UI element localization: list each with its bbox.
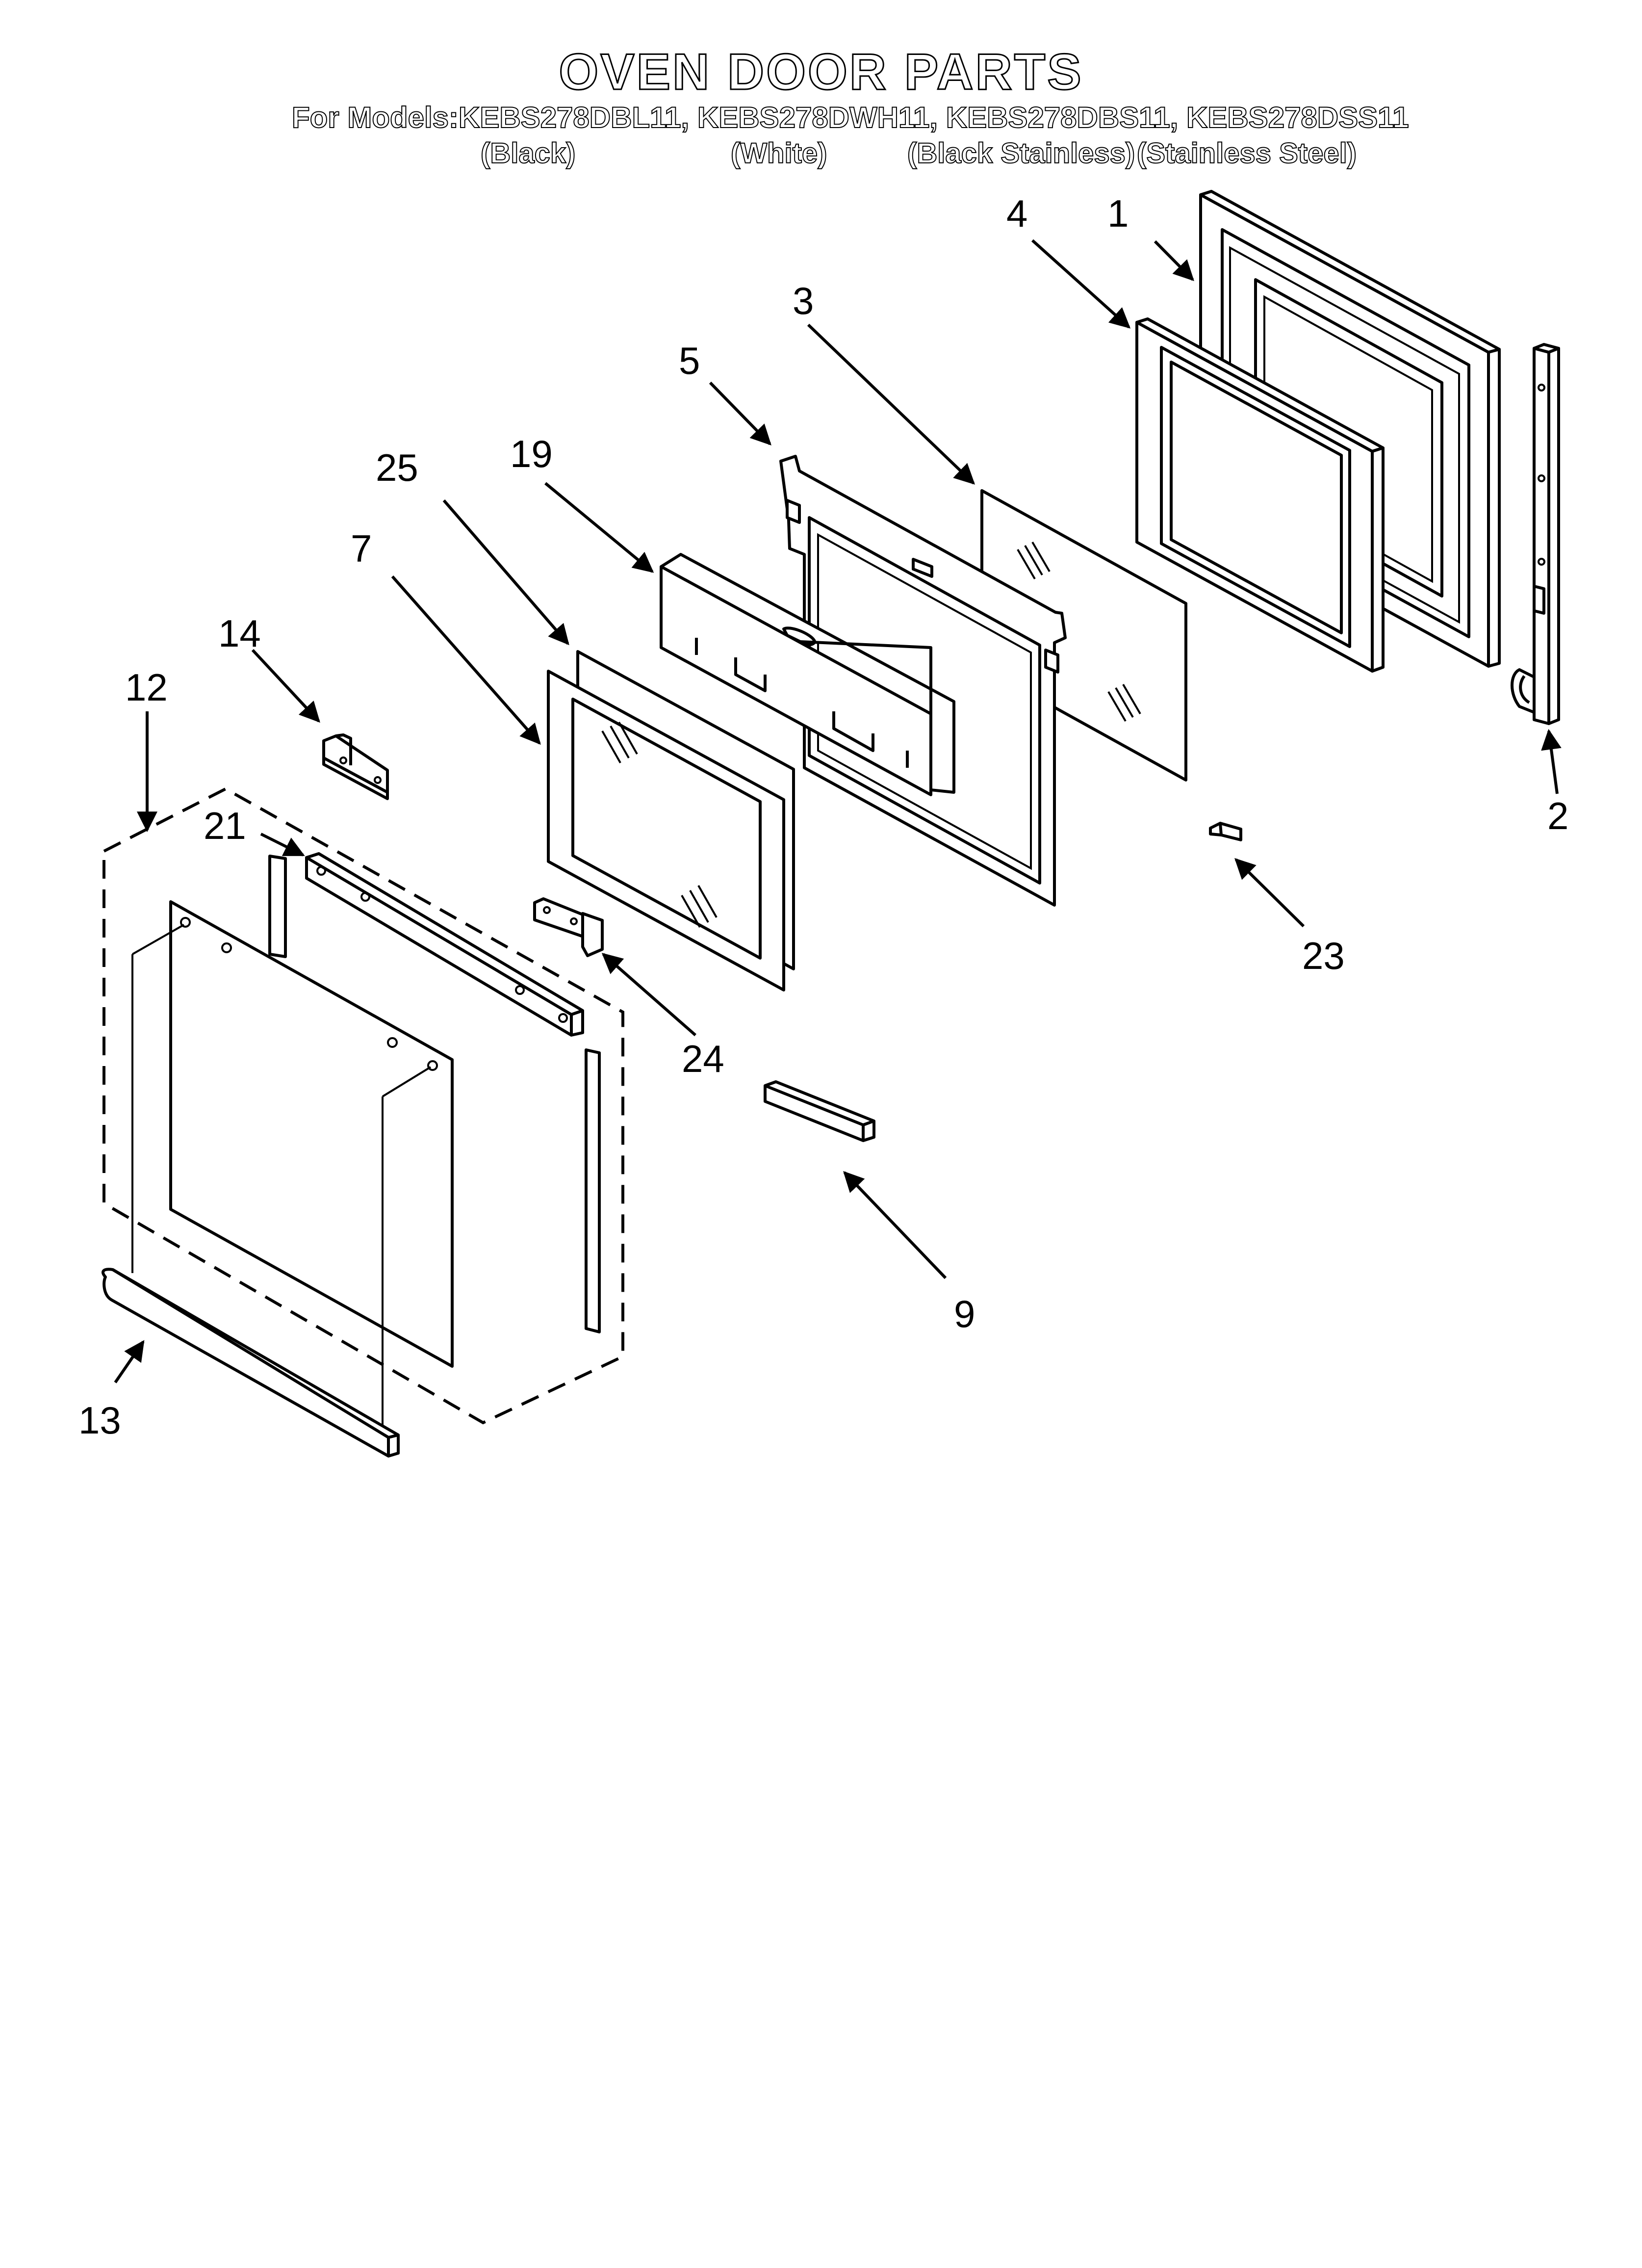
variant-stainless-steel: (Stainless Steel) [1136, 137, 1357, 170]
part-7-glass-pack [547, 670, 785, 991]
variant-white: (White) [730, 137, 827, 170]
label-part-3: 3 [793, 279, 814, 322]
part-9-vent-strip [764, 1080, 875, 1142]
part-13-door-handle [102, 1268, 400, 1458]
part-12-outer-door-glass [169, 900, 454, 1368]
label-part-1: 1 [1107, 192, 1129, 235]
part-2-hinge-channel [1511, 343, 1560, 725]
diagram-header: OVEN DOOR PARTS [0, 44, 1642, 101]
part-23-clip [1209, 822, 1242, 841]
label-part-2: 2 [1547, 794, 1568, 837]
label-part-25: 25 [376, 446, 418, 489]
label-part-14: 14 [218, 612, 261, 655]
label-part-19: 19 [510, 432, 553, 475]
leader-arrows [114, 239, 1562, 1383]
guide-lines [131, 924, 432, 1425]
models-line: For Models:KEBS278DBL11, KEBS278DWH11, K… [291, 101, 1410, 134]
label-part-5: 5 [679, 339, 700, 382]
label-part-23: 23 [1302, 934, 1345, 977]
label-part-21: 21 [204, 804, 246, 847]
part-24-bracket [533, 897, 604, 957]
side-trim-strips [268, 855, 601, 1333]
part-14-bracket [322, 733, 389, 800]
label-part-7: 7 [351, 527, 372, 570]
label-part-24: 24 [682, 1037, 724, 1080]
part-number-labels: 1 4 3 5 19 25 7 14 12 21 24 9 23 2 13 [78, 192, 1568, 1442]
variant-black-stainless: (Black Stainless) [907, 137, 1135, 170]
page-title: OVEN DOOR PARTS [558, 44, 1083, 101]
part-21-top-trim [305, 852, 584, 1037]
part-19-heat-shield [660, 553, 955, 796]
label-part-9: 9 [954, 1292, 975, 1335]
variant-black: (Black) [480, 137, 576, 170]
label-part-12: 12 [125, 666, 168, 709]
label-part-4: 4 [1006, 192, 1027, 235]
part-4-door-frame [1135, 317, 1385, 673]
label-part-13: 13 [78, 1399, 121, 1442]
